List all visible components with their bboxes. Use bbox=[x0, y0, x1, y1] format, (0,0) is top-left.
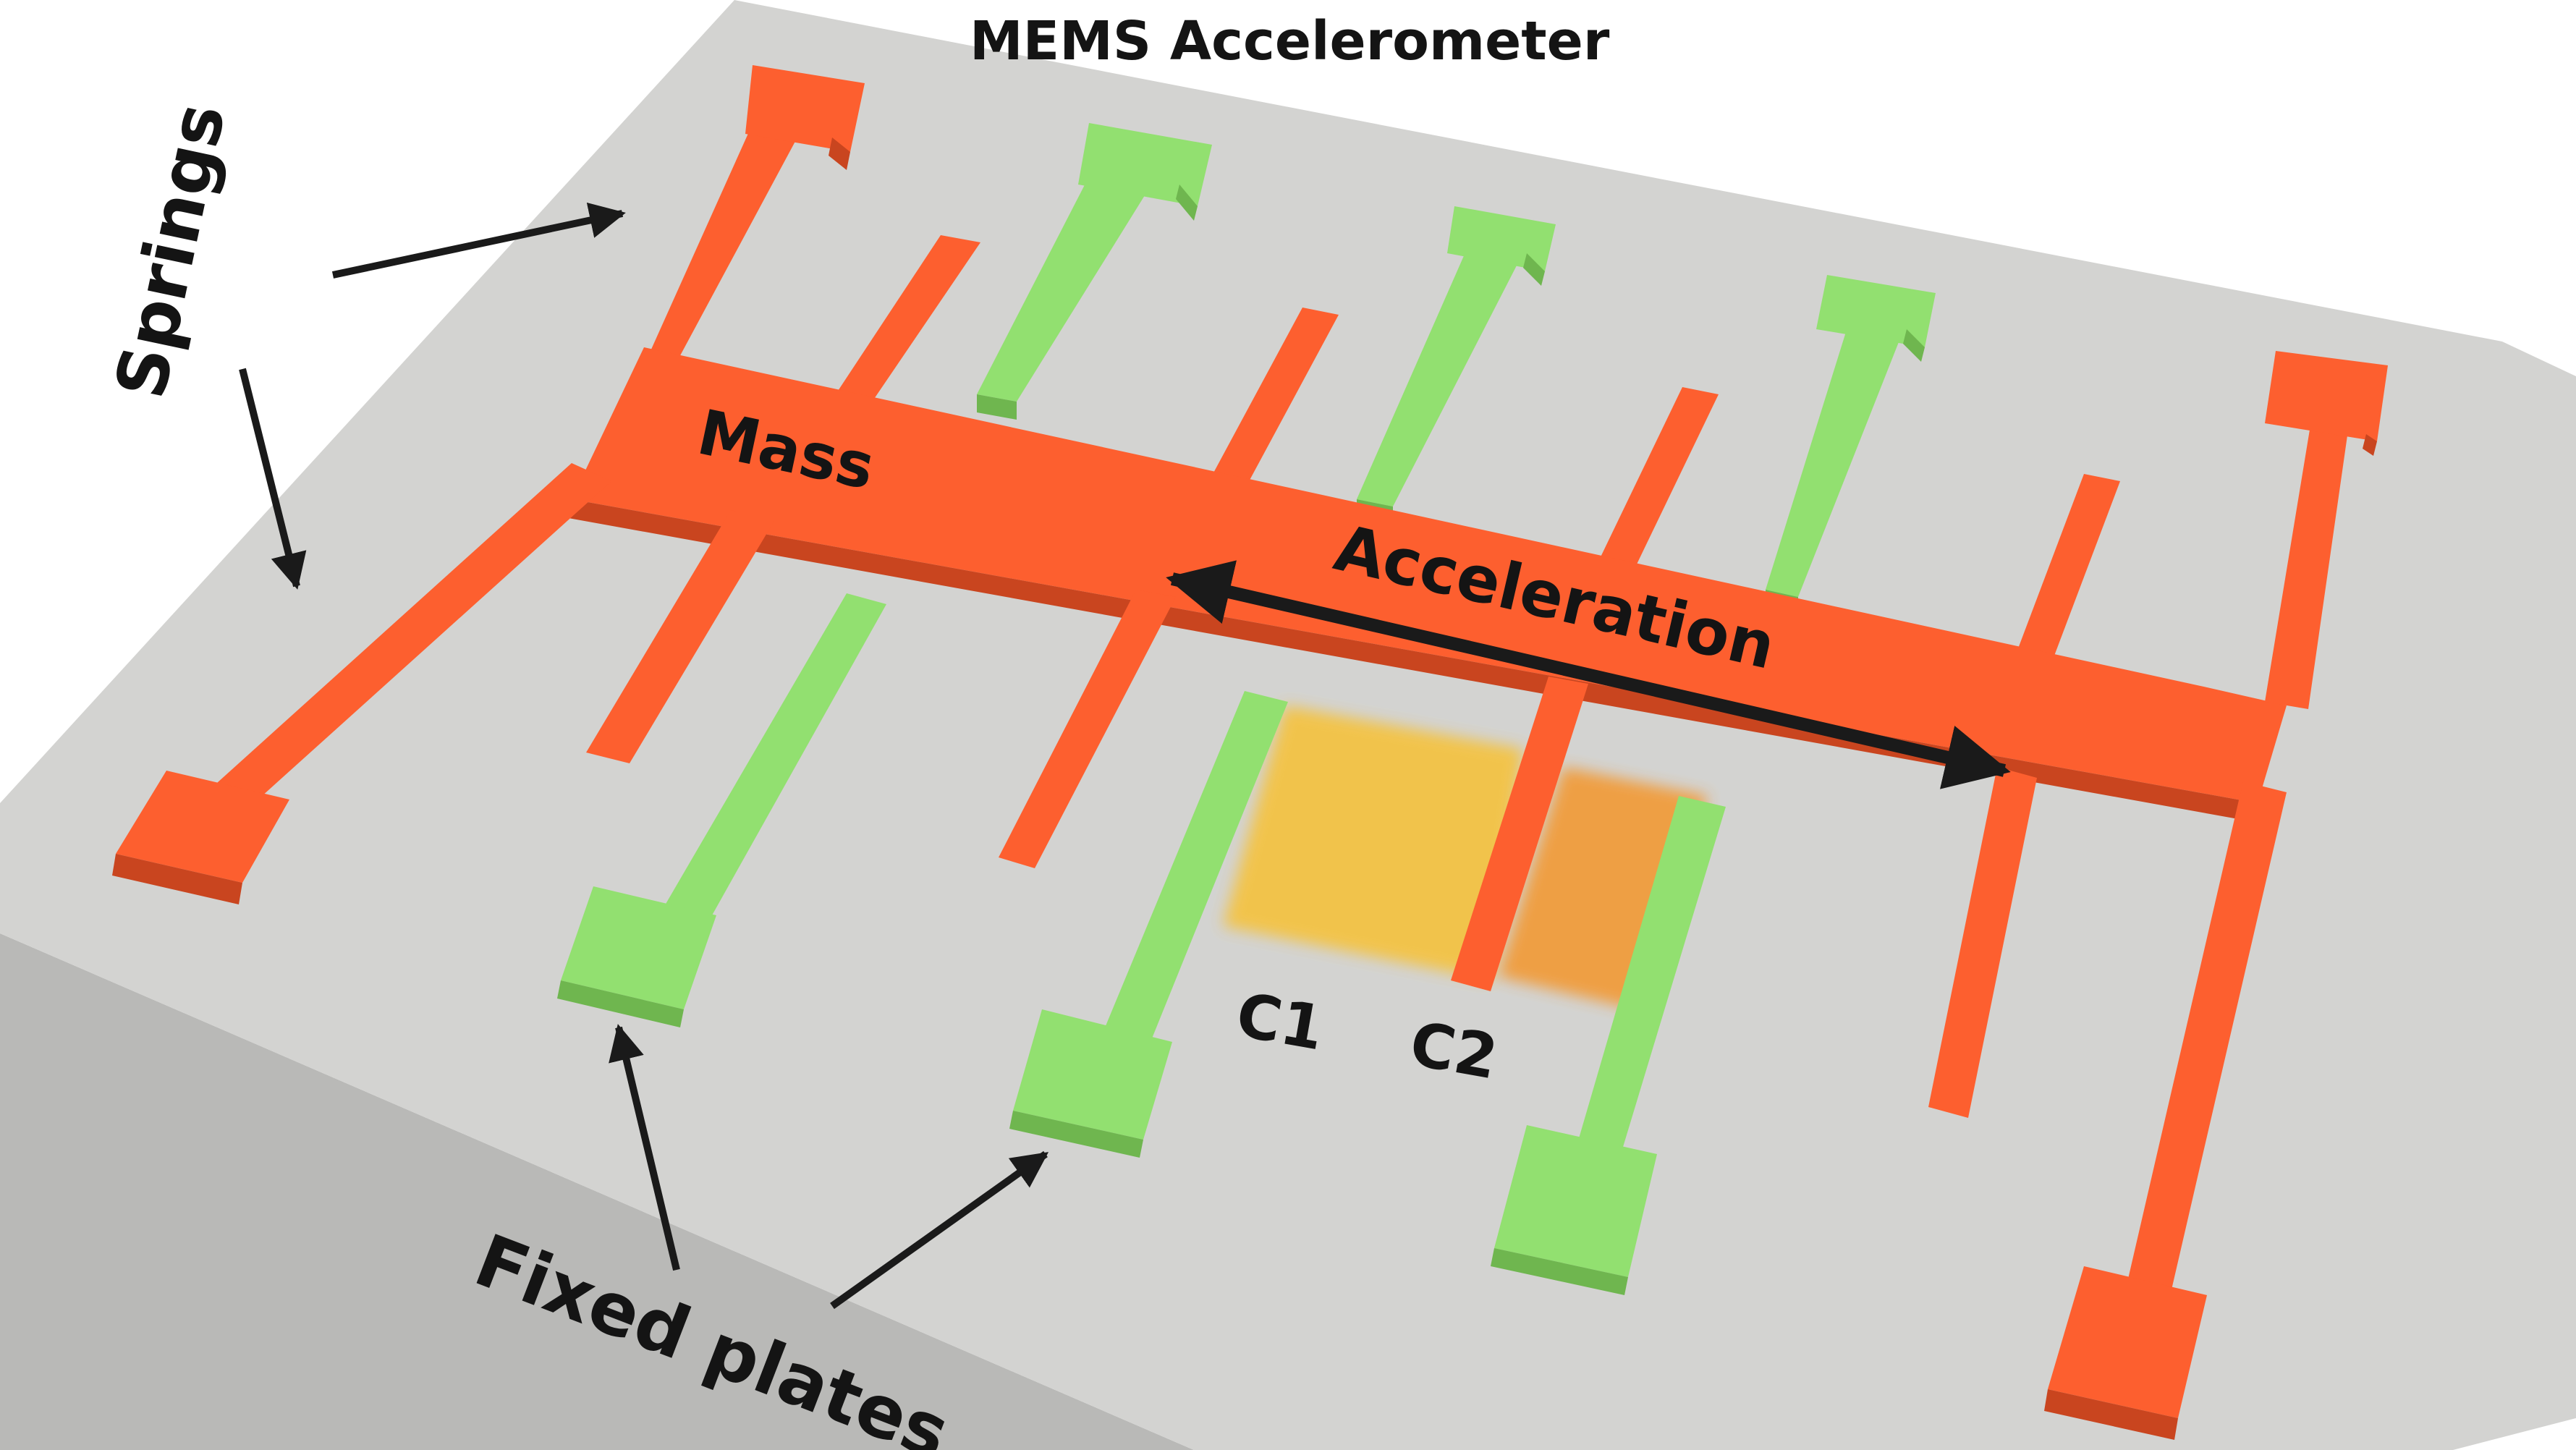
mass-finger-upper-1 bbox=[821, 235, 980, 423]
diagram-title: MEMS Accelerometer bbox=[970, 10, 1610, 72]
spring-bottom-left bbox=[112, 463, 611, 904]
springs-label: Springs bbox=[100, 96, 241, 405]
mass-finger-lower-1 bbox=[586, 510, 774, 763]
spring-top-right bbox=[2265, 351, 2388, 709]
fixed-plates-arrow-right bbox=[830, 1150, 1049, 1310]
spring-bottom-right bbox=[2044, 781, 2287, 1440]
annotation-arrows bbox=[239, 202, 2011, 1310]
spring-top-left bbox=[644, 65, 865, 369]
mass-finger-upper-4 bbox=[2012, 474, 2120, 673]
mass-finger-upper-2 bbox=[1201, 308, 1339, 503]
fixed-plate-1 bbox=[977, 123, 1212, 420]
fixed-plate-6 bbox=[1491, 796, 1726, 1295]
fixed-plates-arrow-left bbox=[609, 1024, 680, 1271]
fixed-plate-4 bbox=[557, 593, 886, 1027]
springs-arrow-to-top-spring bbox=[331, 202, 626, 279]
c1-label: C1 bbox=[1232, 979, 1329, 1064]
mass-finger-upper-3 bbox=[1588, 387, 1719, 590]
fixed-plates-upper bbox=[977, 123, 1936, 615]
acceleration-double-arrow bbox=[1166, 560, 2011, 789]
mass-finger-lower-4 bbox=[1928, 767, 2037, 1118]
c2-label: C2 bbox=[1405, 1008, 1503, 1093]
mass-finger-lower-2 bbox=[999, 590, 1176, 868]
springs-arrow-to-bottom-spring bbox=[239, 368, 307, 590]
